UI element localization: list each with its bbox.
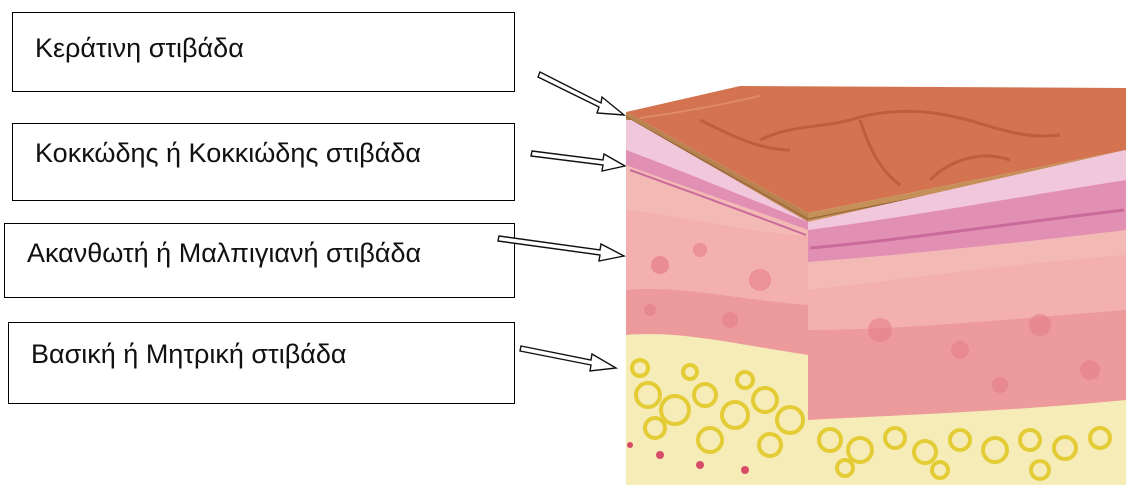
arrow-stratum-basale — [519, 345, 619, 372]
arrow-stratum-spinosum — [497, 235, 627, 262]
label-box-stratum-corneum: Κεράτινη στιβάδα — [12, 12, 515, 92]
skin-top-face — [626, 86, 1126, 213]
label-stratum-spinosum: Ακανθωτή ή Μαλπιγιανή στιβάδα — [27, 238, 422, 268]
label-box-stratum-spinosum: Ακανθωτή ή Μαλπιγιανή στιβάδα — [4, 223, 515, 298]
label-stratum-corneum: Κεράτινη στιβάδα — [35, 33, 244, 63]
label-stratum-granulosum: Κοκκώδης ή Κοκκιώδης στιβάδα — [35, 138, 421, 168]
label-box-stratum-basale: Βασική ή Μητρική στιβάδα — [8, 322, 515, 404]
arrow-stratum-corneum — [537, 71, 627, 116]
label-stratum-basale: Βασική ή Μητρική στιβάδα — [31, 339, 347, 369]
arrow-stratum-granulosum — [530, 150, 627, 172]
label-box-stratum-granulosum: Κοκκώδης ή Κοκκιώδης στιβάδα — [12, 123, 515, 201]
